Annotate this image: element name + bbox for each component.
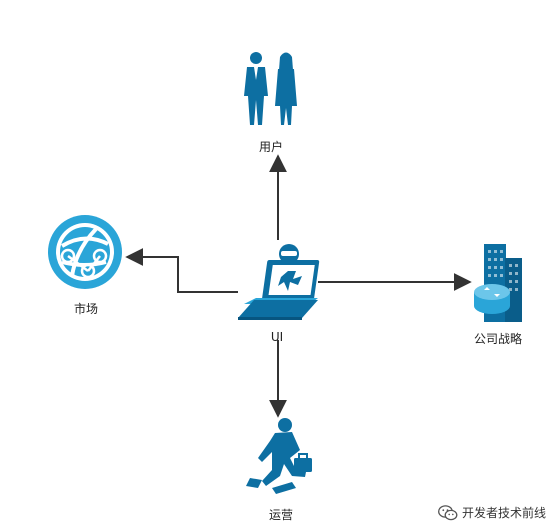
business-people-icon — [244, 52, 297, 125]
edges — [125, 154, 472, 418]
globe-network-icon — [48, 215, 122, 289]
edge-center-left — [125, 248, 238, 293]
node-label-bottom: 运营 — [268, 508, 294, 522]
running-businessman-icon — [246, 418, 312, 494]
node-label-right: 公司战略 — [473, 332, 523, 346]
watermark: 开发者技术前线 — [438, 504, 546, 521]
office-building-icon — [474, 244, 522, 322]
node-label-left: 市场 — [73, 302, 99, 316]
watermark-text: 开发者技术前线 — [461, 506, 546, 520]
laptop-icon — [238, 244, 320, 320]
node-label-top: 用户 — [258, 140, 284, 154]
node-label-center: UI — [270, 330, 284, 344]
wechat-icon — [438, 504, 458, 520]
